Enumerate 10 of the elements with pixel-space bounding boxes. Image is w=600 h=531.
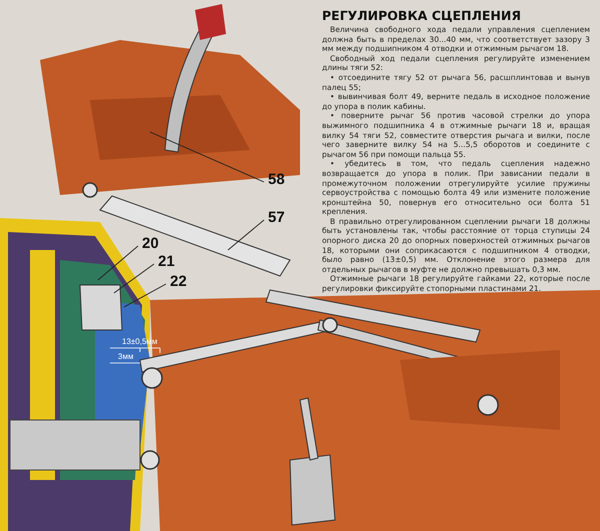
leader-line	[124, 284, 166, 308]
leader-line	[114, 264, 154, 294]
callout-number: 22	[170, 274, 187, 290]
leader-line	[228, 220, 264, 250]
dimension-label: 3мм	[118, 352, 134, 361]
callout-number: 20	[142, 236, 159, 252]
heading: РЕГУЛИРОВКА СЦЕПЛЕНИЯ	[322, 8, 522, 23]
callout-number: 57	[268, 210, 285, 226]
leader-line	[98, 246, 138, 280]
callout-number: 21	[158, 254, 175, 270]
